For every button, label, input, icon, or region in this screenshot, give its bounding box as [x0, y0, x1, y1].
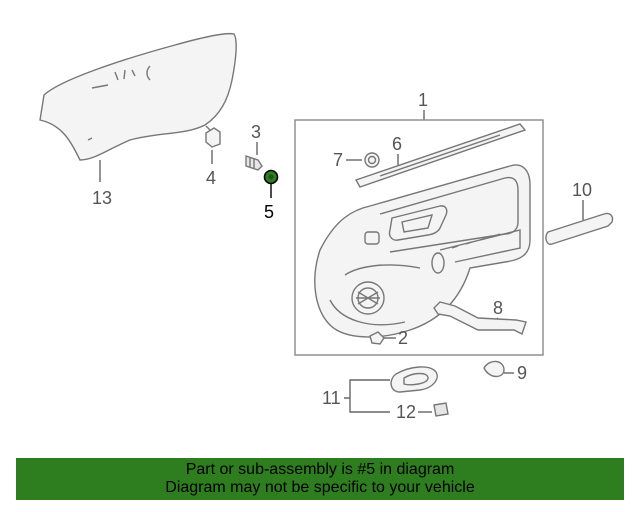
part-9-bezel[interactable] — [483, 360, 505, 378]
part-4-clip[interactable] — [205, 125, 221, 148]
callout-4: 4 — [206, 168, 216, 188]
part-12-cap[interactable] — [433, 402, 449, 417]
part-3-screw[interactable] — [245, 155, 263, 171]
part-10-pad[interactable] — [545, 212, 614, 245]
banner-line-1: Part or sub-assembly is #5 in diagram — [185, 461, 455, 478]
callout-13: 13 — [92, 188, 112, 208]
leader-11 — [344, 379, 390, 413]
part-5-cap[interactable] — [263, 169, 279, 185]
callout-2: 2 — [398, 328, 408, 348]
callout-5: 5 — [264, 202, 274, 222]
callout-10: 10 — [572, 180, 592, 200]
part-11-inside-handle[interactable] — [390, 366, 438, 393]
callout-1: 1 — [418, 90, 428, 110]
part-13-cover[interactable] — [39, 32, 237, 161]
part-8-handle[interactable] — [433, 301, 527, 335]
info-banner: Part or sub-assembly is #5 in diagram Di… — [16, 458, 624, 500]
part-7-grommet[interactable] — [364, 152, 380, 168]
assembly-box-1 — [294, 119, 544, 356]
callout-9: 9 — [517, 363, 527, 383]
callout-7: 7 — [333, 150, 343, 170]
part-2-clip[interactable] — [369, 331, 385, 345]
callout-3: 3 — [251, 122, 261, 142]
callout-6: 6 — [392, 134, 402, 154]
callout-8: 8 — [493, 298, 503, 318]
door-trim-panel[interactable] — [314, 164, 531, 338]
part-6-weatherstrip[interactable] — [354, 123, 527, 188]
callout-11: 11 — [322, 388, 341, 408]
banner-line-2: Diagram may not be specific to your vehi… — [165, 479, 475, 496]
callout-12: 12 — [396, 402, 416, 422]
